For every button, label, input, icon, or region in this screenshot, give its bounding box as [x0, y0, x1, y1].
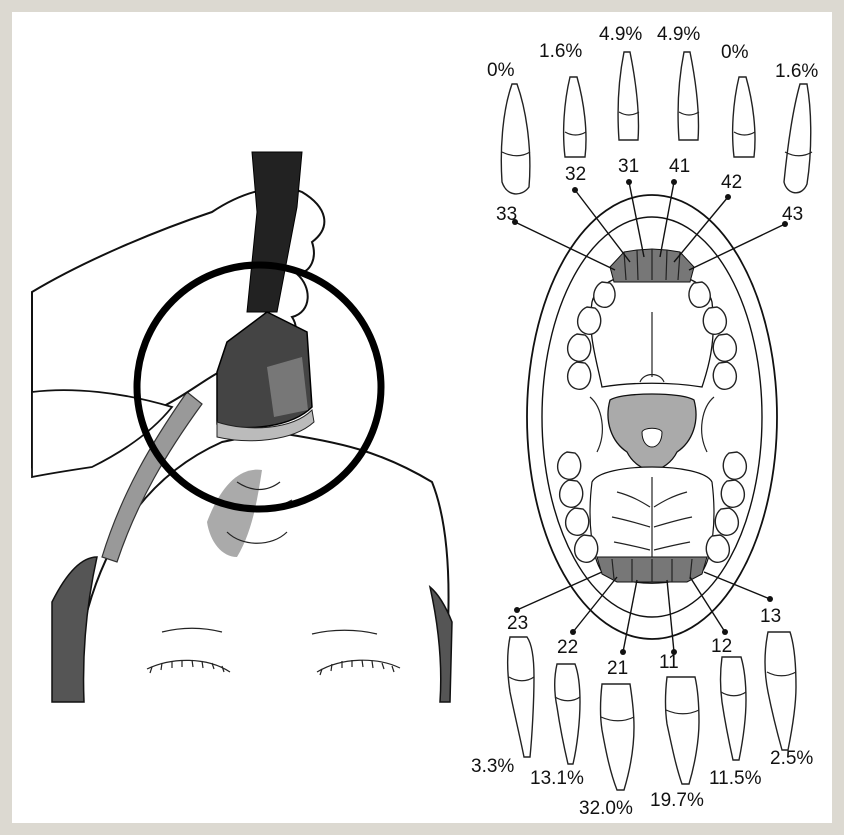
tooth-12 [721, 657, 747, 760]
percent-label: 1.6% [775, 61, 818, 82]
percent-label: 19.7% [650, 790, 704, 811]
tooth-42 [733, 77, 755, 157]
percent-label: 2.5% [770, 748, 813, 769]
tooth-23 [508, 637, 534, 757]
tooth-13 [765, 632, 796, 750]
percent-label: 1.6% [539, 41, 582, 62]
percent-label: 0% [721, 42, 749, 63]
percent-label: 4.9% [599, 24, 642, 45]
tooth-22 [555, 664, 580, 764]
top-percent-labels: 0% 1.6% 4.9% 4.9% 0% 1.6% [487, 24, 818, 82]
percent-label: 4.9% [657, 24, 700, 45]
percent-label: 11.5% [709, 768, 762, 789]
tooth-43 [784, 84, 811, 193]
tooth-code-label: 33 [496, 204, 517, 225]
tooth-31 [618, 52, 638, 140]
tooth-code-label: 12 [711, 636, 732, 657]
tooth-21 [601, 684, 635, 790]
blade-highlight [267, 357, 308, 417]
tooth-code-label: 13 [760, 606, 781, 627]
percent-label: 3.3% [471, 756, 514, 777]
percent-label: 0% [487, 60, 515, 81]
tooth-code-label: 21 [607, 658, 628, 679]
top-teeth [501, 52, 812, 194]
tooth-33 [501, 84, 530, 194]
tooth-code-label: 32 [565, 164, 586, 185]
bottom-teeth [508, 632, 796, 790]
tooth-code-label: 23 [507, 613, 528, 634]
tooth-code-label: 42 [721, 172, 742, 193]
tooth-code-label: 11 [659, 652, 679, 673]
tooth-32 [564, 77, 586, 157]
percent-label: 13.1% [530, 768, 584, 789]
tooth-code-label: 22 [557, 637, 578, 658]
tooth-code-label: 43 [782, 204, 803, 225]
bottom-percent-labels: 3.3% 13.1% 32.0% 19.7% 11.5% 2.5% [471, 748, 813, 819]
mouth-diagram: 0% 1.6% 4.9% 4.9% 0% 1.6% 33 32 31 41 42… [471, 24, 818, 819]
tooth-41 [678, 52, 698, 140]
tooth-code-label: 41 [669, 156, 690, 177]
figure-panel: 0% 1.6% 4.9% 4.9% 0% 1.6% 33 32 31 41 42… [12, 12, 832, 823]
tooth-code-label: 31 [618, 156, 639, 177]
laryngoscopy-illustration [32, 152, 452, 702]
tooth-11 [666, 677, 700, 784]
figure-svg: 0% 1.6% 4.9% 4.9% 0% 1.6% 33 32 31 41 42… [12, 12, 832, 823]
percent-label: 32.0% [579, 798, 633, 819]
